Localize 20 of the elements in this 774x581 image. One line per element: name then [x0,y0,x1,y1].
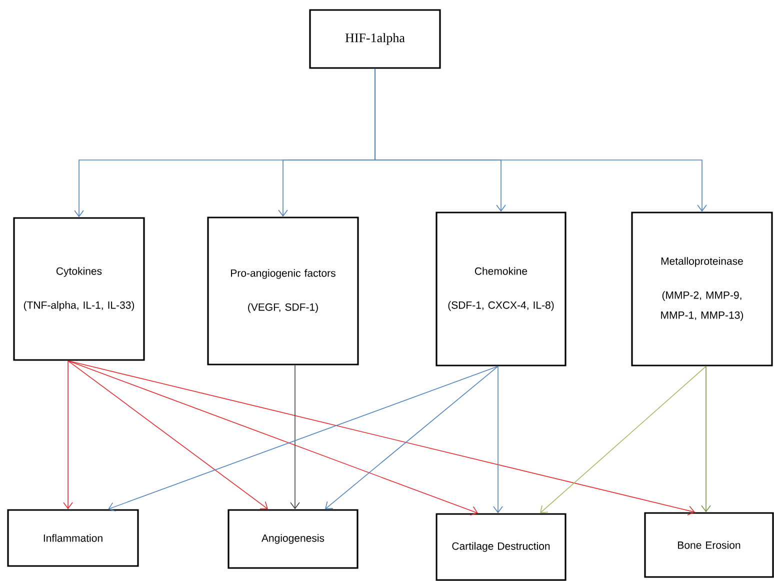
arrow [701,366,711,512]
process-box: Cytokines (TNF-alpha, IL-1, IL-33) [13,217,145,361]
process-box: Angiogenesis [228,509,358,569]
arrow [374,68,707,212]
process-box: Bone Erosion [644,512,774,578]
arrow [68,360,695,516]
process-box: Metalloproteinase (MMP-2, MMP-9, MMP-1, MMP-13) [631,212,773,366]
process-box: Cartilage Destruction [436,513,566,581]
arrow [68,360,268,510]
arrow [325,366,498,510]
arrow [290,364,300,510]
arrow [63,360,73,510]
process-box: Chemokine (SDF-1, CXCX-4, IL-8) [436,212,566,366]
arrow [493,366,503,514]
arrow [68,360,478,516]
process-box: Pro-angiogenic factors (VEGF, SDF-1) [207,216,359,366]
process-box: HIF-1alpha [309,9,441,69]
arrow [108,366,498,512]
process-box: Inflammation [7,509,139,567]
arrow [540,366,706,514]
